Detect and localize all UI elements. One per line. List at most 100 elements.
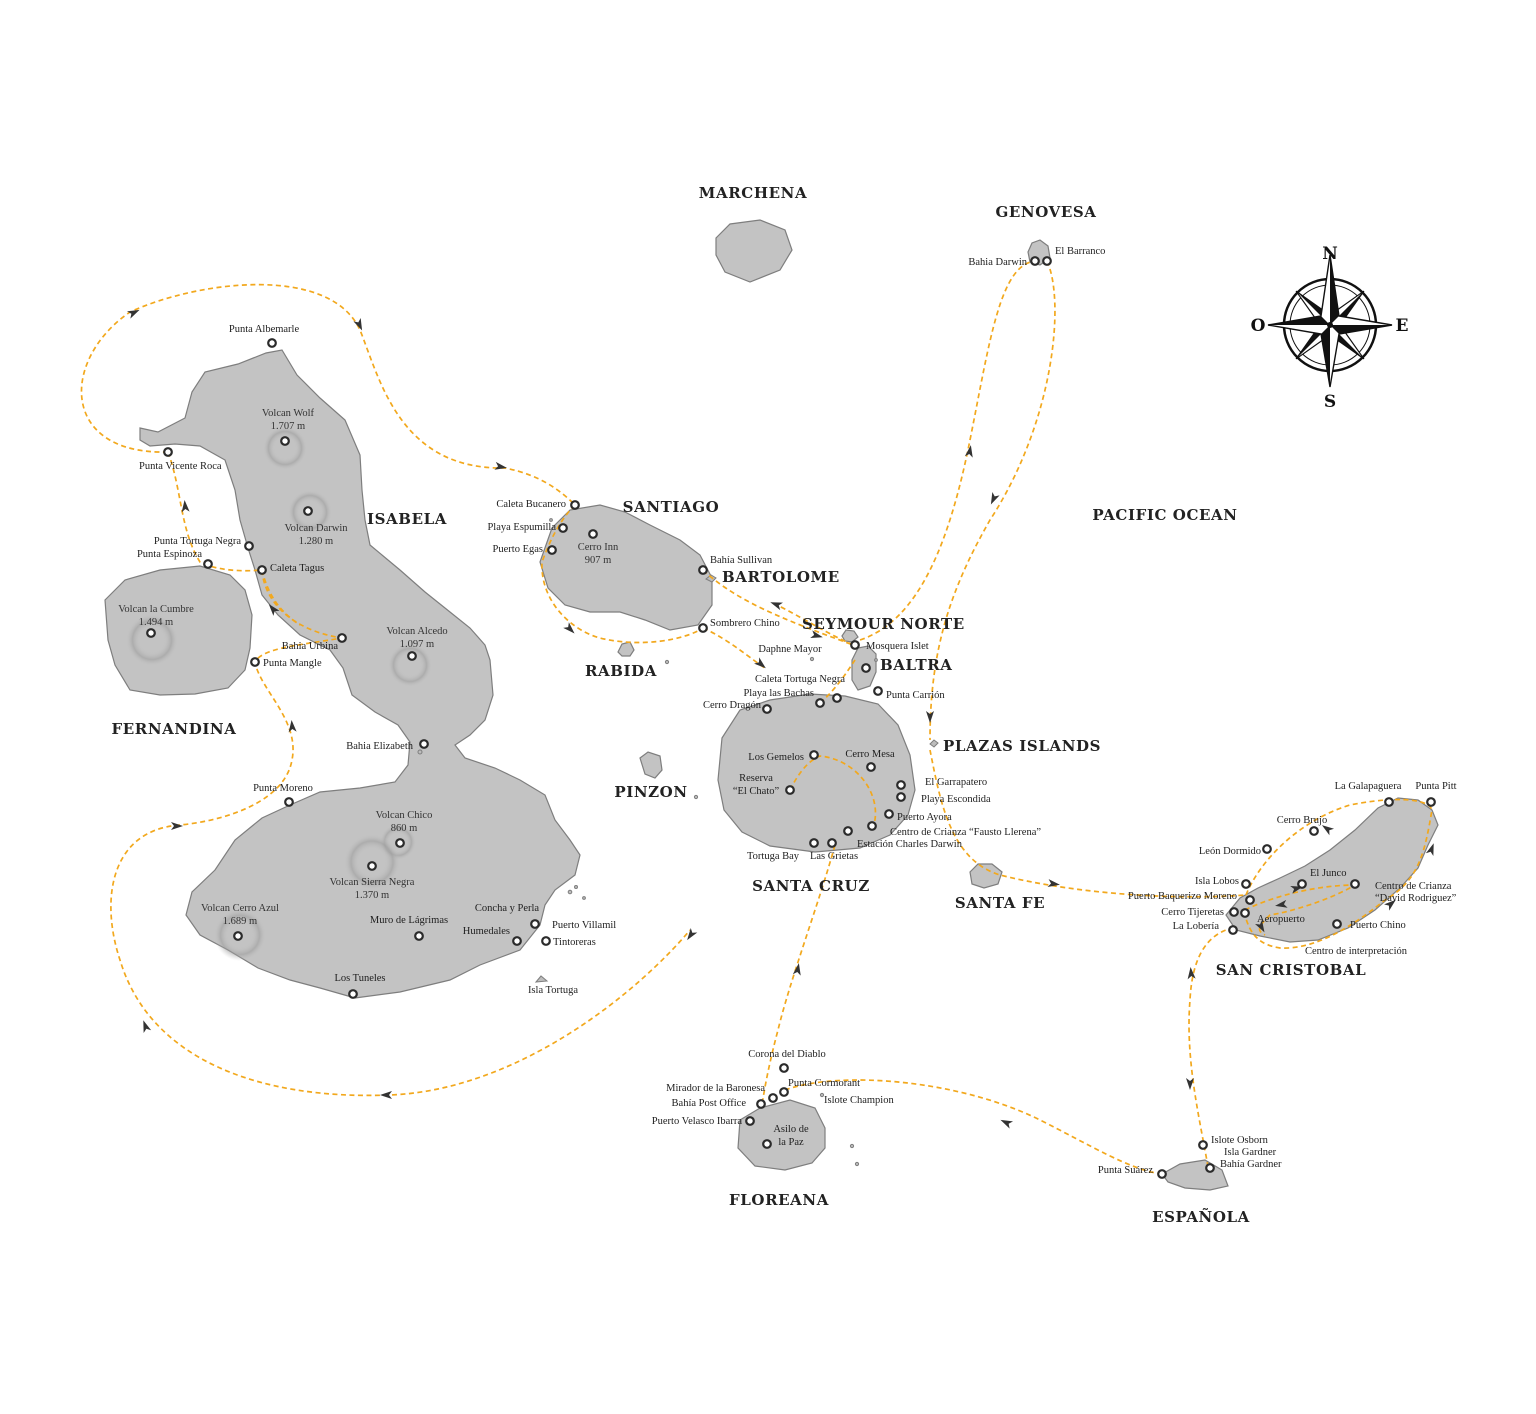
site-label-punta-albemarle[interactable]: Punta Albemarle — [229, 324, 300, 335]
site-marker-puerto-ayora[interactable] — [884, 809, 894, 819]
site-label-corona-diablo[interactable]: Corona del Diablo — [748, 1049, 826, 1060]
site-marker-el-junco[interactable] — [1297, 879, 1307, 889]
site-marker-playa-escondida[interactable] — [896, 792, 906, 802]
site-marker-el-garrapatero[interactable] — [896, 780, 906, 790]
site-label-isla-lobos[interactable]: Isla Lobos — [1195, 876, 1239, 887]
site-label-cerro-mesa[interactable]: Cerro Mesa — [845, 749, 895, 760]
site-label-puerto-chino[interactable]: Puerto Chino — [1350, 920, 1406, 931]
site-marker-tintoreras[interactable] — [541, 936, 551, 946]
site-label-islote-champion[interactable]: Islote Champion — [824, 1095, 894, 1106]
site-marker-punta-albemarle[interactable] — [267, 338, 277, 348]
site-marker-cerro-brujo[interactable] — [1309, 826, 1319, 836]
site-marker-mosquera-islet[interactable] — [850, 640, 860, 650]
site-marker-tortuga-bay[interactable] — [809, 838, 819, 848]
site-marker-isla-lobos[interactable] — [1241, 879, 1251, 889]
site-marker-asilo-paz[interactable] — [762, 1139, 772, 1149]
site-label-punta-pitt[interactable]: Punta Pitt — [1415, 781, 1456, 792]
site-label-crianza-david-1[interactable]: Centro de Crianza — [1375, 881, 1452, 892]
site-label-punta-cormorant[interactable]: Punta Cormorant — [788, 1078, 860, 1089]
site-marker-islote-osborn[interactable] — [1198, 1140, 1208, 1150]
site-label-asilo-1[interactable]: Asilo de — [773, 1124, 809, 1135]
site-label-el-garrapatero[interactable]: El Garrapatero — [925, 777, 987, 788]
site-label-punta-moreno[interactable]: Punta Moreno — [253, 783, 313, 794]
site-label-las-grietas[interactable]: Las Grietas — [810, 851, 858, 862]
site-marker-la-loberia[interactable] — [1228, 925, 1238, 935]
site-marker-cerro-mesa[interactable] — [866, 762, 876, 772]
site-marker-cerro-inn[interactable] — [588, 529, 598, 539]
site-marker-volcan-cerro-azul[interactable] — [233, 931, 243, 941]
site-label-asilo-2[interactable]: la Paz — [778, 1137, 804, 1148]
site-label-la-galapaguera[interactable]: La Galapaguera — [1335, 781, 1402, 792]
site-marker-bahia-urbina[interactable] — [337, 633, 347, 643]
site-label-centro-interpretacion[interactable]: Centro de interpretación — [1305, 946, 1408, 957]
site-label-playa-bachas[interactable]: Playa las Bachas — [743, 688, 814, 699]
site-marker-caleta-bucanero[interactable] — [570, 500, 580, 510]
site-label-charles-darwin[interactable]: Estación Charles Darwin — [857, 839, 963, 850]
site-label-playa-espumilla[interactable]: Playa Espumilla — [487, 522, 556, 533]
site-label-daphne-mayor[interactable]: Daphne Mayor — [758, 644, 822, 655]
site-label-la-loberia[interactable]: La Lobería — [1173, 921, 1220, 932]
site-marker-cerro-dragon[interactable] — [762, 704, 772, 714]
site-marker-bahia-elizabeth[interactable] — [419, 739, 429, 749]
site-label-caleta-bucanero[interactable]: Caleta Bucanero — [496, 499, 566, 510]
site-label-cerro-dragon[interactable]: Cerro Dragón — [703, 700, 762, 711]
site-marker-crianza-fausto[interactable] — [867, 821, 877, 831]
site-marker-baltra[interactable] — [861, 663, 871, 673]
site-marker-los-tuneles[interactable] — [348, 989, 358, 999]
site-label-reserva-2[interactable]: “El Chato” — [733, 786, 780, 797]
site-label-bahia-elizabeth[interactable]: Bahia Elizabeth — [346, 741, 414, 752]
site-marker-muro-lagrimas[interactable] — [414, 931, 424, 941]
site-label-puerto-baquerizo[interactable]: Puerto Baquerizo Moreno — [1128, 891, 1237, 902]
site-label-humedales[interactable]: Humedales — [463, 926, 510, 937]
site-label-caleta-tortuga-negra[interactable]: Caleta Tortuga Negra — [755, 674, 845, 685]
site-label-playa-escondida[interactable]: Playa Escondida — [921, 794, 991, 805]
site-label-concha-perla[interactable]: Concha y Perla — [475, 903, 539, 914]
site-label-puerto-ayora[interactable]: Puerto Ayora — [897, 812, 952, 823]
site-label-los-gemelos[interactable]: Los Gemelos — [748, 752, 804, 763]
site-marker-crianza-david[interactable] — [1350, 879, 1360, 889]
site-marker-aeropuerto[interactable] — [1240, 908, 1250, 918]
site-label-los-tuneles[interactable]: Los Tuneles — [334, 973, 385, 984]
site-label-bahia-gardner[interactable]: Bahía Gardner — [1220, 1159, 1282, 1170]
site-marker-la-galapaguera[interactable] — [1384, 797, 1394, 807]
site-marker-puerto-egas[interactable] — [547, 545, 557, 555]
site-marker-puerto-baquerizo[interactable] — [1245, 895, 1255, 905]
site-marker-volcan-sierra-negra[interactable] — [367, 861, 377, 871]
site-label-islote-osborn[interactable]: Islote Osborn — [1211, 1135, 1269, 1146]
site-label-mosquera-islet[interactable]: Mosquera Islet — [866, 641, 929, 652]
site-label-tortuga-bay[interactable]: Tortuga Bay — [747, 851, 800, 862]
site-marker-corona-diablo[interactable] — [779, 1063, 789, 1073]
site-marker-bahia-darwin[interactable] — [1030, 256, 1040, 266]
site-label-muro-lagrimas[interactable]: Muro de Lágrimas — [370, 915, 448, 926]
site-label-isla-tortuga[interactable]: Isla Tortuga — [528, 985, 578, 996]
site-marker-los-gemelos[interactable] — [809, 750, 819, 760]
site-label-bahia-post-office[interactable]: Bahía Post Office — [672, 1098, 747, 1109]
site-marker-punta-pitt[interactable] — [1426, 797, 1436, 807]
site-marker-caleta-tagus[interactable] — [257, 565, 267, 575]
site-marker-playa-espumilla[interactable] — [558, 523, 568, 533]
site-marker-punta-mangle[interactable] — [250, 657, 260, 667]
site-marker-punta-espinoza[interactable] — [203, 559, 213, 569]
site-label-punta-espinoza[interactable]: Punta Espinoza — [137, 549, 202, 560]
site-label-mirador-baronesa[interactable]: Mirador de la Baronesa — [666, 1083, 765, 1094]
site-label-bahia-darwin[interactable]: Bahia Darwin — [968, 257, 1027, 268]
site-marker-playa-bachas[interactable] — [815, 698, 825, 708]
site-marker-punta-carrion[interactable] — [873, 686, 883, 696]
site-marker-volcan-chico[interactable] — [395, 838, 405, 848]
site-marker-cerro-tijeretas[interactable] — [1229, 907, 1239, 917]
site-marker-volcan-cumbre[interactable] — [146, 628, 156, 638]
site-marker-leon-dormido[interactable] — [1262, 844, 1272, 854]
site-label-sombrero-chino[interactable]: Sombrero Chino — [710, 618, 780, 629]
site-marker-las-grietas[interactable] — [827, 838, 837, 848]
site-marker-puerto-velasco[interactable] — [745, 1116, 755, 1126]
site-marker-volcan-wolf[interactable] — [280, 436, 290, 446]
site-label-caleta-tagus[interactable]: Caleta Tagus — [270, 563, 324, 574]
site-label-cerro-brujo[interactable]: Cerro Brujo — [1277, 815, 1327, 826]
site-label-bahia-sullivan[interactable]: Bahía Sullivan — [710, 555, 773, 566]
site-label-punta-vicente-roca[interactable]: Punta Vicente Roca — [139, 461, 222, 472]
site-marker-volcan-alcedo[interactable] — [407, 651, 417, 661]
site-label-tintoreras[interactable]: Tintoreras — [553, 937, 596, 948]
site-marker-bahia-gardner[interactable] — [1205, 1163, 1215, 1173]
site-marker-punta-vicente-roca[interactable] — [163, 447, 173, 457]
site-label-puerto-villamil[interactable]: Puerto Villamil — [552, 920, 616, 931]
